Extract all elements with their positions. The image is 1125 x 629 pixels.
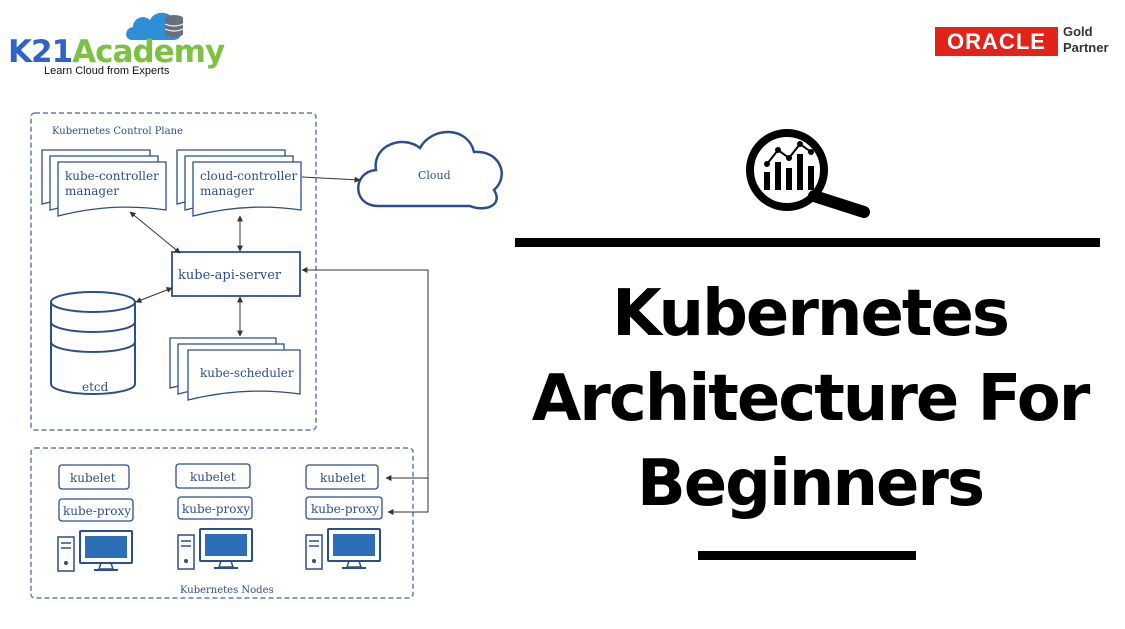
title-bottom-rule (698, 551, 916, 560)
kube-controller-manager-line1: kube-controller (65, 169, 159, 183)
logo-tagline: Learn Cloud from Experts (44, 65, 170, 77)
title-top-rule (515, 238, 1100, 247)
kube-api-server-box (171, 251, 301, 297)
node-2-kubelet-box (175, 463, 251, 489)
cloud-connector (301, 176, 361, 183)
kube-scheduler-label: kube-scheduler (200, 366, 294, 380)
partner-level: Gold Partner (1063, 24, 1109, 56)
etcd-database (50, 291, 136, 395)
nodes-box (30, 447, 414, 599)
node-2-proxy: kube-proxy (182, 502, 250, 516)
node-1-kubelet-box (58, 464, 130, 490)
node-3-proxy: kube-proxy (311, 502, 379, 516)
cloud-shape (357, 130, 503, 210)
node-1-kubelet: kubelet (70, 471, 116, 485)
control-plane-box (30, 112, 317, 431)
cloud-controller-manager-line2: manager (200, 184, 254, 198)
partner-level-line1: Gold (1063, 24, 1093, 39)
node-1-proxy: kube-proxy (63, 504, 131, 518)
architecture-diagram: Kubernetes Control Plane kube-controller… (30, 112, 503, 599)
node-1-computer-icon (57, 530, 133, 572)
oracle-logo: ORACLE (935, 27, 1058, 56)
api-node-connector (301, 267, 429, 515)
node-3-computer-icon (305, 528, 381, 570)
node-2-computer-icon (177, 528, 253, 570)
analytics-magnifier-icon (746, 129, 870, 218)
logo-wordmark: K21Academy (8, 34, 225, 70)
cloud-controller-manager-line1: cloud-controller (200, 169, 297, 183)
cloud-label: Cloud (418, 169, 451, 182)
nodes-label: Kubernetes Nodes (180, 585, 274, 596)
title-line3: Beginners (636, 447, 985, 521)
node-3-kubelet: kubelet (320, 471, 366, 485)
kube-api-server-label: kube-api-server (178, 268, 282, 283)
cloud-controller-manager (176, 149, 302, 217)
title-line2: Architecture For (531, 362, 1091, 436)
cloud-database-icon (126, 12, 184, 40)
page-title: Kubernetes Architecture For Beginners (490, 272, 1125, 527)
node-2-kubelet: kubelet (190, 470, 236, 484)
control-plane-label: Kubernetes Control Plane (52, 126, 183, 137)
node-2-proxy-box (177, 496, 253, 520)
partner-level-line2: Partner (1063, 40, 1109, 55)
node-1-proxy-box (58, 498, 134, 522)
etcd-label: etcd (82, 380, 109, 394)
title-line1: Kubernetes (612, 277, 1010, 351)
kube-controller-manager-line2: manager (65, 184, 119, 198)
kube-scheduler (169, 337, 301, 401)
kube-controller-manager (41, 149, 167, 217)
